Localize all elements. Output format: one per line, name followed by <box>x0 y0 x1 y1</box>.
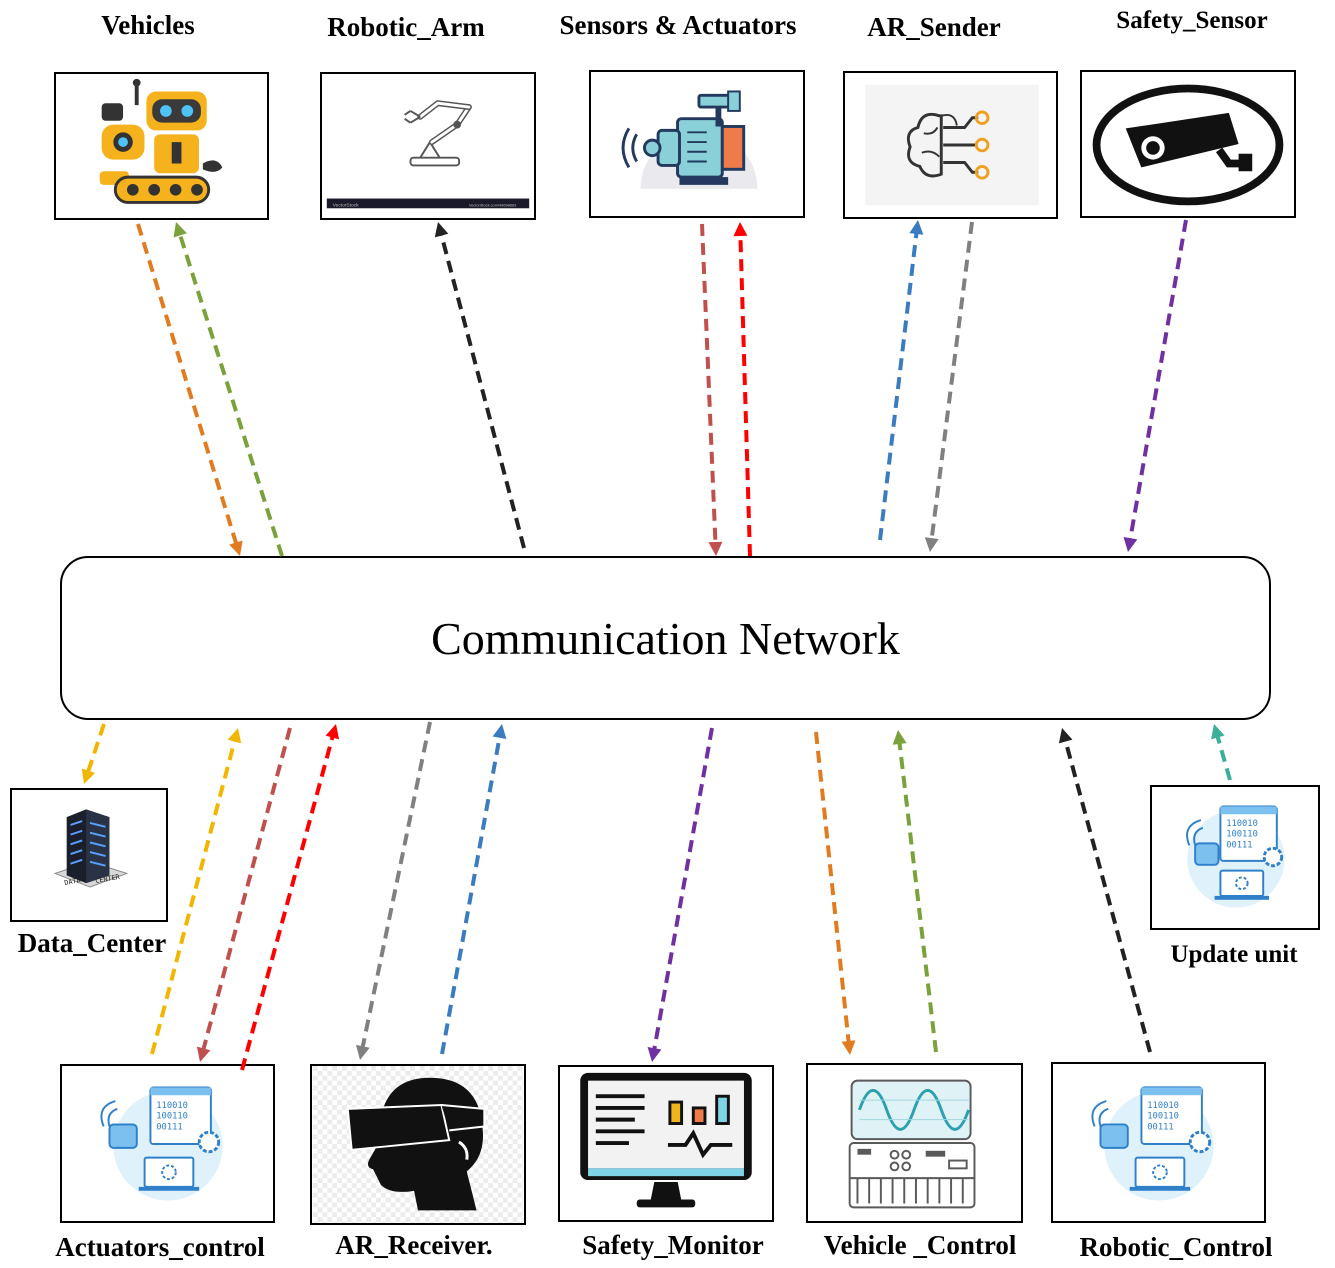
update-binary-1: 110010 <box>1226 819 1258 829</box>
arrow-actuators-control-b-to-network <box>240 724 340 1071</box>
data-center-node[interactable]: DATA CENTER <box>10 788 168 922</box>
ar-sender-label: AR_Sender <box>867 12 1001 42</box>
update-binary-3: 00111 <box>1226 840 1252 850</box>
robotic-arm-node[interactable]: VectorStock VectorStock.com/49698883 <box>320 72 536 220</box>
signal-controller-icon <box>848 1079 976 1209</box>
safety-sensor-label: Safety_Sensor <box>1116 7 1268 34</box>
arrow-network-to-data-center <box>81 723 106 784</box>
arrow-network-to-safety-monitor <box>647 727 714 1062</box>
actuators-binary-3: 00111 <box>156 1122 182 1132</box>
data-center-server-icon: DATA CENTER <box>53 809 129 888</box>
arrow-network-to-robotic-arm <box>434 222 526 549</box>
watermark-left: VectorStock <box>333 202 359 208</box>
safety-monitor-label: Safety_Monitor <box>582 1230 764 1260</box>
robotic-binary-1: 110010 <box>1147 1101 1179 1111</box>
software-control-icon: 110010 100110 00111 <box>100 1086 223 1201</box>
actuators-control-label: Actuators_control <box>55 1232 265 1262</box>
communication-network[interactable]: Communication Network <box>60 556 1271 720</box>
network-label: Communication Network <box>431 612 900 664</box>
software-control-icon: 110010 100110 00111 <box>1091 1086 1214 1201</box>
safety-monitor-node[interactable] <box>558 1065 774 1222</box>
arrow-network-to-ar-receiver <box>355 721 432 1060</box>
arrow-network-to-vehicle-control <box>814 731 856 1055</box>
vehicles-label: Vehicles <box>101 10 195 40</box>
arrow-vehicles-to-network <box>136 223 243 556</box>
vr-headset-icon <box>312 1066 524 1223</box>
arrow-network-to-vehicles <box>173 222 284 557</box>
robotic-arm-icon: VectorStock VectorStock.com/49698883 <box>326 100 530 208</box>
update-binary-2: 100110 <box>1226 830 1258 840</box>
arrow-network-to-actuators-control-a <box>196 727 292 1062</box>
arrow-sensors-to-network <box>700 223 723 556</box>
robotic-control-label: Robotic_Control <box>1079 1232 1273 1262</box>
sensor-actuator-icon <box>621 90 758 189</box>
security-camera-icon <box>1092 84 1284 206</box>
ar-receiver-node[interactable] <box>310 1064 526 1225</box>
arrow-update-unit-to-network <box>1211 724 1232 781</box>
robotic-control-node[interactable]: 110010 100110 00111 <box>1051 1062 1266 1223</box>
robotic-arm-label: Robotic_Arm <box>327 12 485 42</box>
safety-sensor-node[interactable] <box>1080 70 1296 218</box>
ar-receiver-label: AR_Receiver. <box>335 1230 493 1260</box>
arrow-vehicle-control-to-network <box>892 730 938 1053</box>
update-unit-label: Update unit <box>1170 941 1298 968</box>
sensors-actuators-label: Sensors & Actuators <box>559 10 797 40</box>
actuators-binary-1: 110010 <box>156 1101 188 1111</box>
ar-sender-node[interactable] <box>843 71 1058 219</box>
data-center-text-1: DATA <box>64 876 81 887</box>
brain-circuit-icon <box>865 84 1039 206</box>
arrow-robotic-control-to-network <box>1058 728 1152 1053</box>
data-center-label: Data_Center <box>17 928 167 958</box>
update-unit-node[interactable]: 110010 100110 00111 <box>1150 785 1320 930</box>
vehicle-control-node[interactable] <box>806 1063 1023 1223</box>
arrow-ar-sender-to-network <box>924 221 974 552</box>
arrow-ar-receiver-to-network <box>440 724 507 1055</box>
actuators-control-node[interactable]: 110010 100110 00111 <box>60 1064 275 1223</box>
watermark-right: VectorStock.com/49698883 <box>469 202 516 207</box>
actuators-binary-2: 100110 <box>156 1112 188 1122</box>
arrow-network-to-ar-sender <box>878 220 924 541</box>
vehicle-control-label: Vehicle _Control <box>823 1230 1017 1260</box>
software-update-icon: 110010 100110 00111 <box>1186 805 1285 908</box>
sensors-actuators-node[interactable] <box>589 70 805 218</box>
robotic-binary-2: 100110 <box>1147 1112 1179 1122</box>
monitor-dashboard-icon <box>580 1072 752 1208</box>
robot-vehicle-icon <box>99 78 223 204</box>
arrow-safety-sensor-to-network <box>1123 219 1188 552</box>
vehicles-node[interactable] <box>54 72 269 220</box>
robotic-binary-3: 00111 <box>1147 1122 1173 1132</box>
arrow-network-to-sensors <box>733 222 752 557</box>
